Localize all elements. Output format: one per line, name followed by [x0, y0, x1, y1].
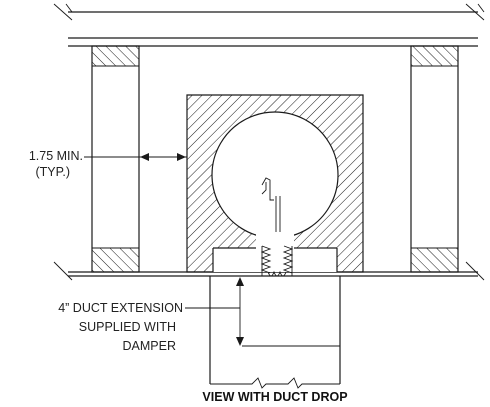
- extension-label-line3: DAMPER: [123, 339, 176, 353]
- extension-dimension: [185, 277, 244, 346]
- left-joist: [91, 45, 140, 273]
- view-caption: VIEW WITH DUCT DROP: [202, 390, 347, 404]
- extension-label-line1: 4” DUCT EXTENSION: [58, 301, 183, 315]
- clearance-label-line1: 1.75 MIN.: [29, 149, 83, 163]
- clearance-label-line2: (TYP.): [36, 165, 71, 179]
- flex-coupling: [260, 245, 294, 277]
- clearance-dimension: [84, 153, 187, 161]
- damper-bracket: [261, 177, 281, 232]
- extension-label-line2: SUPPLIED WITH: [79, 320, 176, 334]
- top-structure: [53, 3, 485, 47]
- duct-extension: [209, 276, 341, 389]
- mounting-block: [186, 94, 364, 273]
- right-joist: [410, 45, 459, 273]
